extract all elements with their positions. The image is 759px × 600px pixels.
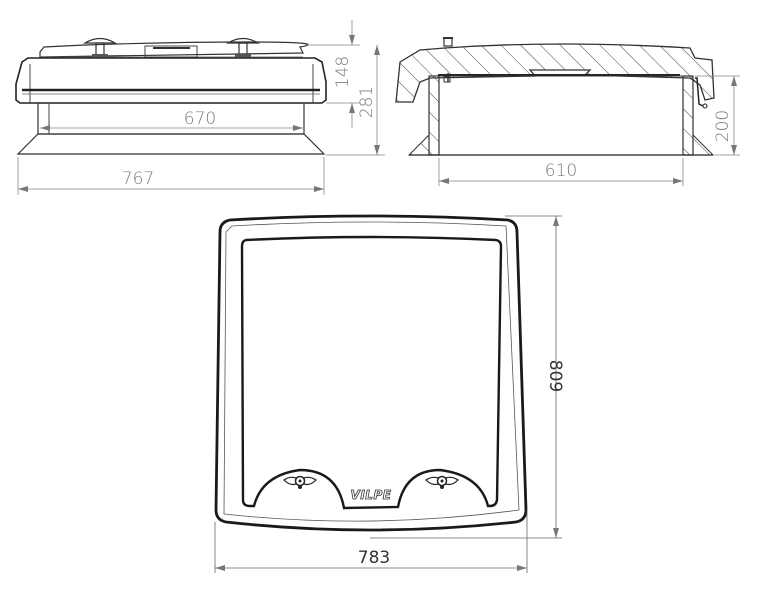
dimension-148: 148 — [305, 20, 360, 128]
outer-frame — [214, 214, 528, 532]
lid-section — [395, 43, 715, 103]
flange — [16, 133, 326, 155]
cross-section-view: 610 200 — [395, 37, 740, 186]
front-elevation-view: 670 767 148 281 — [15, 20, 385, 195]
handle-icon[interactable] — [425, 475, 459, 490]
svg-text:783: 783 — [358, 548, 390, 568]
top-plan-view: VILPE 783 809 — [214, 214, 565, 573]
vilpe-logo: VILPE — [351, 488, 392, 502]
dimension-670: 670 — [40, 109, 303, 131]
svg-text:767: 767 — [122, 169, 154, 189]
handle-icon[interactable] — [283, 475, 317, 490]
svg-text:148: 148 — [333, 56, 353, 88]
vent-nub — [443, 37, 453, 47]
svg-text:670: 670 — [184, 109, 216, 129]
lid-top-ridge — [39, 41, 309, 58]
inner-panel — [240, 235, 503, 510]
dimension-610: 610 — [438, 158, 684, 186]
dimension-783: 783 — [214, 510, 528, 573]
hinge-detail — [695, 77, 704, 107]
curb-wall-right — [682, 75, 694, 156]
knob-icon — [82, 37, 118, 57]
curb-wall-left — [428, 75, 440, 156]
svg-text:610: 610 — [545, 161, 577, 181]
svg-text:809: 809 — [545, 360, 565, 392]
lid-body — [15, 57, 327, 104]
svg-text:200: 200 — [713, 110, 733, 142]
bolt-icon — [443, 73, 451, 83]
svg-text:281: 281 — [357, 86, 377, 118]
inner-opening — [438, 75, 684, 156]
curb — [37, 102, 305, 135]
dimension-281: 281 — [326, 45, 385, 156]
dimension-767: 767 — [17, 157, 325, 195]
dimension-200: 200 — [695, 75, 740, 156]
knob-icon — [225, 37, 261, 57]
dimension-809: 809 — [370, 215, 565, 539]
